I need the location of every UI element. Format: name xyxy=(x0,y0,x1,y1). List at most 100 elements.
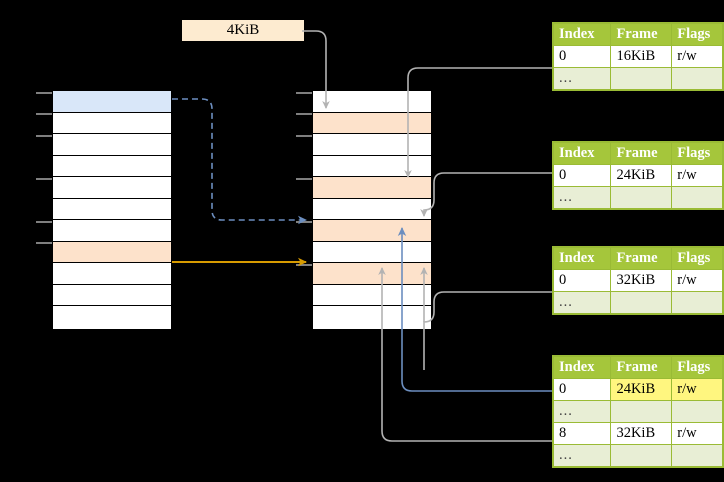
cell-index: 0 xyxy=(552,269,612,292)
virtual-page-row-2 xyxy=(53,134,171,156)
virtual-page-tick-0 xyxy=(36,91,52,94)
cell-flags: r/w xyxy=(671,378,723,401)
virtual-page-row-10 xyxy=(53,306,171,328)
virtual-address-space-column xyxy=(52,90,172,330)
column-header-index: Index xyxy=(552,142,612,165)
virtual-page-tick-2 xyxy=(36,134,52,137)
cell-flags xyxy=(671,291,723,314)
cell-index: ... xyxy=(552,400,612,423)
physical-frame-row-3 xyxy=(313,155,431,178)
cell-index: 0 xyxy=(552,378,612,401)
column-header-frame: Frame xyxy=(610,356,673,379)
table-row: ... xyxy=(552,67,723,90)
physical-frame-tick-4 xyxy=(296,177,312,180)
wire-pt3-segment xyxy=(423,291,552,370)
physical-frame-row-2 xyxy=(313,134,431,156)
page-size-label: 4KiB xyxy=(182,20,304,41)
table-row: ... xyxy=(552,291,723,314)
physical-frame-row-1 xyxy=(313,112,431,135)
table-row: ... xyxy=(552,400,723,423)
table-row: ... xyxy=(552,186,723,209)
cell-frame xyxy=(610,186,673,209)
cell-frame xyxy=(610,67,673,90)
physical-frame-row-0 xyxy=(313,91,431,113)
cell-flags: r/w xyxy=(671,269,723,292)
cell-frame: 32KiB xyxy=(610,269,673,292)
cell-flags: r/w xyxy=(671,422,723,445)
physical-address-space-column xyxy=(312,90,432,330)
column-header-index: Index xyxy=(552,247,612,270)
virtual-page-row-8 xyxy=(53,263,171,285)
virtual-page-tick-4 xyxy=(36,177,52,180)
cell-frame xyxy=(610,291,673,314)
column-header-flags: Flags xyxy=(671,247,723,270)
physical-frame-row-6 xyxy=(313,220,431,242)
column-header-frame: Frame xyxy=(610,247,673,270)
cell-index: 8 xyxy=(552,422,612,445)
cell-flags xyxy=(671,67,723,90)
virtual-page-tick-6 xyxy=(36,220,52,223)
cell-index: ... xyxy=(552,67,612,90)
virtual-page-row-9 xyxy=(53,284,171,307)
physical-frame-row-9 xyxy=(313,284,431,307)
virtual-page-row-4 xyxy=(53,177,171,199)
physical-frame-tick-8 xyxy=(296,263,312,266)
physical-frame-row-8 xyxy=(313,263,431,285)
virtual-page-row-7 xyxy=(53,241,171,264)
cell-flags xyxy=(671,186,723,209)
cell-index: ... xyxy=(552,291,612,314)
cell-frame: 24KiB xyxy=(610,378,673,401)
cell-index: ... xyxy=(552,186,612,209)
virtual-page-row-6 xyxy=(53,220,171,242)
column-header-flags: Flags xyxy=(671,356,723,379)
physical-frame-tick-0 xyxy=(296,91,312,94)
cell-frame: 32KiB xyxy=(610,422,673,445)
column-header-frame: Frame xyxy=(610,23,673,46)
table-row: ... xyxy=(552,444,723,467)
physical-frame-tick-2 xyxy=(296,134,312,137)
cell-index: 0 xyxy=(552,164,612,187)
physical-frame-tick-6 xyxy=(296,220,312,223)
column-header-flags: Flags xyxy=(671,23,723,46)
column-header-frame: Frame xyxy=(610,142,673,165)
cell-frame xyxy=(610,444,673,467)
physical-frame-row-7 xyxy=(313,241,431,264)
virtual-page-row-3 xyxy=(53,155,171,178)
wire-pt2-to-frame xyxy=(420,172,552,217)
physical-frame-tick-1 xyxy=(296,113,312,116)
column-header-flags: Flags xyxy=(671,142,723,165)
column-header-index: Index xyxy=(552,356,612,379)
physical-frame-row-10 xyxy=(313,306,431,328)
physical-frame-row-4 xyxy=(313,177,431,199)
column-header-index: Index xyxy=(552,23,612,46)
cell-flags xyxy=(671,400,723,423)
cell-index: 0 xyxy=(552,45,612,68)
cell-frame: 16KiB xyxy=(610,45,673,68)
cell-flags: r/w xyxy=(671,164,723,187)
virtual-page-row-0 xyxy=(53,91,171,113)
cell-index: ... xyxy=(552,444,612,467)
virtual-page-row-1 xyxy=(53,112,171,135)
virtual-page-tick-7 xyxy=(36,242,52,245)
virtual-page-row-5 xyxy=(53,198,171,221)
cell-flags xyxy=(671,444,723,467)
cell-flags: r/w xyxy=(671,45,723,68)
physical-frame-row-5 xyxy=(313,198,431,221)
